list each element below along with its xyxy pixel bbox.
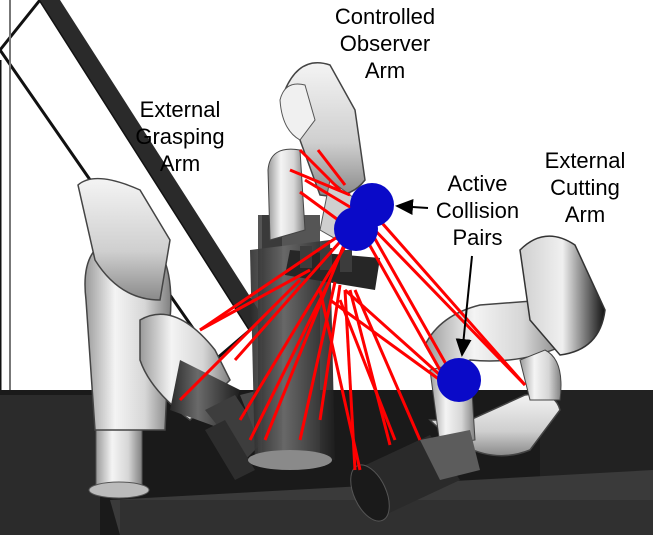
collision-sphere	[334, 207, 378, 251]
label-line: Cutting	[550, 175, 620, 200]
label-line: Collision	[435, 198, 520, 223]
label-line: Arm	[564, 202, 606, 227]
arrow-to-lower-sphere	[455, 255, 473, 357]
label-line: External	[139, 97, 221, 122]
label-controlled-observer-arm: Controlled Observer Arm	[300, 3, 470, 84]
external-grasping-arm	[77, 177, 280, 499]
label-line: Arm	[159, 151, 201, 176]
label-active-collision-pairs: Active Collision Pairs	[400, 170, 555, 251]
label-line: Arm	[364, 58, 406, 83]
label-line: Observer	[339, 31, 431, 56]
collision-spheres	[334, 183, 481, 402]
collision-sphere	[437, 358, 481, 402]
label-line: Grasping	[135, 124, 225, 149]
annotation-arrows	[395, 199, 473, 357]
collision-lines	[178, 148, 527, 471]
label-external-grasping-arm: External Grasping Arm	[100, 96, 260, 177]
label-line: Pairs	[452, 225, 503, 250]
label-line: Controlled	[334, 4, 436, 29]
label-line: Active	[447, 171, 508, 196]
arrow-to-upper-sphere	[395, 199, 429, 216]
label-external-cutting-arm: External Cutting Arm	[510, 147, 653, 228]
label-line: External	[544, 148, 626, 173]
cutting-tool	[350, 430, 480, 522]
